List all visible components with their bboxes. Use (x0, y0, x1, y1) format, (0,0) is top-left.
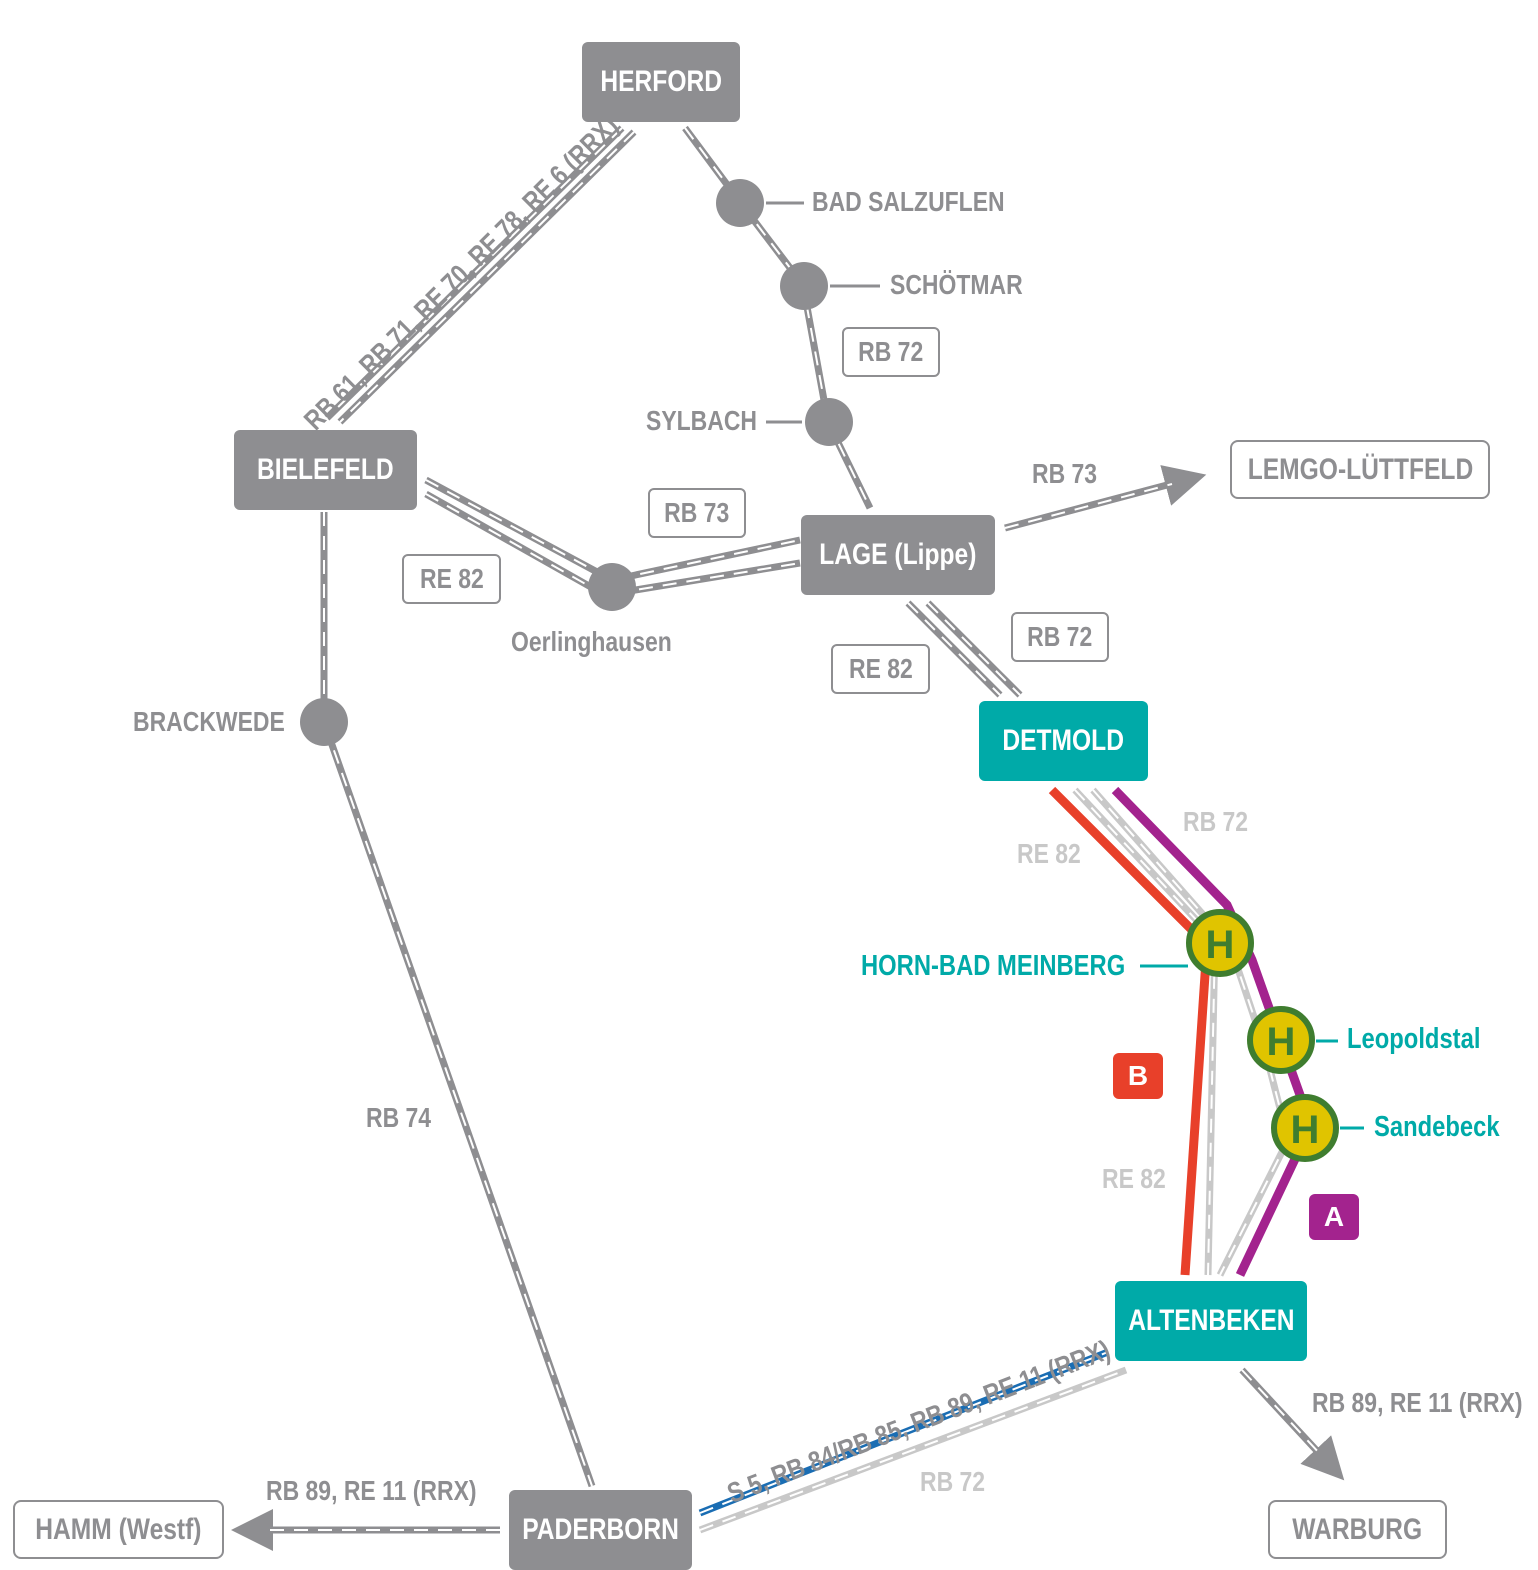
station-altenbeken-label: ALTENBEKEN (1127, 1304, 1295, 1337)
destination-warburg: WARBURG (1268, 1500, 1447, 1559)
stop-dot-schoetmar (780, 262, 828, 310)
station-detmold-label: DETMOLD (1002, 724, 1125, 757)
track-bielefeld-paderborn (320, 512, 596, 1488)
route-badge-a: A (1309, 1194, 1359, 1240)
station-bielefeld-label: BIELEFELD (257, 453, 394, 486)
station-lage: LAGE (Lippe) (801, 515, 995, 595)
line-label-hamm: RB 89, RE 11 (RRX) (266, 1475, 477, 1506)
track-lage-lemgo (1004, 465, 1207, 532)
stop-label-leopoldstal: Leopoldstal (1347, 1023, 1481, 1055)
stop-label-brackwede: BRACKWEDE (133, 706, 285, 737)
bus-stop-symbol: H (1267, 1020, 1296, 1064)
bus-stop-icon-horn: H (1186, 909, 1254, 977)
line-tag-rb72-upper: RB 72 (842, 327, 940, 377)
station-lage-label: LAGE (Lippe) (819, 538, 977, 571)
stop-dot-bad-salzuflen (716, 179, 764, 227)
bus-stop-icon-sandebeck: H (1271, 1094, 1339, 1162)
line-label-re82-altenbeken: RE 82 (1102, 1163, 1166, 1194)
line-label-warburg: RB 89, RE 11 (RRX) (1312, 1387, 1523, 1418)
destination-warburg-label: WARBURG (1292, 1512, 1423, 1546)
destination-lemgo-label: LEMGO-LÜTTFELD (1247, 452, 1473, 486)
station-paderborn-label: PADERBORN (522, 1513, 679, 1546)
bus-stop-icon-leopoldstal: H (1247, 1006, 1315, 1074)
stop-leaders (766, 201, 880, 424)
line-tag-rb73: RB 73 (648, 488, 746, 538)
station-altenbeken: ALTENBEKEN (1115, 1281, 1307, 1361)
track-herford-lage (682, 125, 874, 510)
stop-dot-oerlinghausen (588, 563, 636, 611)
track-lage-detmold (905, 600, 1023, 698)
stop-label-schoetmar: SCHÖTMAR (890, 269, 1023, 300)
station-paderborn: PADERBORN (509, 1490, 692, 1570)
line-tag-label: RB 73 (664, 497, 730, 528)
stop-dot-brackwede (300, 698, 348, 746)
line-label-re82-detmold: RE 82 (1017, 838, 1081, 869)
destination-hamm: HAMM (Westf) (13, 1500, 224, 1559)
line-tag-rb72-lage-detmold: RB 72 (1011, 612, 1109, 662)
stop-label-sylbach: SYLBACH (646, 405, 757, 436)
station-herford: HERFORD (582, 42, 740, 122)
line-label-rb73-lemgo: RB 73 (1032, 458, 1098, 489)
station-detmold: DETMOLD (979, 701, 1148, 781)
station-bielefeld: BIELEFELD (234, 430, 417, 510)
bus-stop-symbol: H (1206, 923, 1235, 967)
stop-label-sandebeck: Sandebeck (1374, 1111, 1500, 1143)
line-tag-re82-lage-detmold: RE 82 (831, 644, 930, 694)
line-tag-label: RB 72 (858, 336, 924, 367)
stop-label-horn: HORN-BAD MEINBERG (861, 950, 1126, 982)
destination-hamm-label: HAMM (Westf) (35, 1512, 202, 1546)
stop-label-bad-salzuflen: BAD SALZUFLEN (812, 186, 1005, 217)
line-tag-label: RB 72 (1027, 621, 1093, 652)
track-paderborn-altenbeken (698, 1348, 1128, 1534)
bus-stop-symbol: H (1291, 1108, 1320, 1152)
stop-leaders-teal (1140, 964, 1364, 1130)
station-herford-label: HERFORD (600, 65, 722, 98)
stop-dot-sylbach (805, 398, 853, 446)
route-badge-b: B (1113, 1053, 1163, 1099)
line-tag-label: RE 82 (419, 563, 484, 594)
stop-label-oerlinghausen: Oerlinghausen (511, 626, 672, 657)
line-label-rb72-paderborn: RB 72 (920, 1466, 986, 1497)
line-label-rb72-detmold: RB 72 (1183, 806, 1249, 837)
destination-lemgo: LEMGO-LÜTTFELD (1230, 440, 1490, 499)
track-herford-bielefeld (324, 125, 637, 425)
line-tag-re82-bielefeld: RE 82 (402, 554, 501, 604)
line-tag-label: RE 82 (848, 653, 913, 684)
line-label-rb74: RB 74 (366, 1102, 432, 1133)
track-altenbeken-warburg (1239, 1367, 1345, 1481)
